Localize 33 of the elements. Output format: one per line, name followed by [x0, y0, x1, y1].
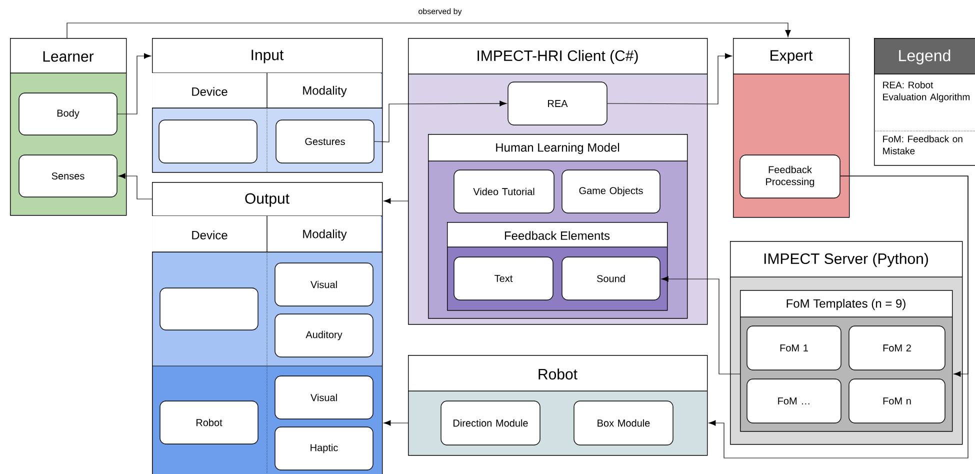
rounded-box: Visual	[274, 262, 374, 306]
rounded-box: Game Objects	[562, 170, 660, 214]
rounded-box	[160, 288, 258, 330]
rounded-box: Sound	[562, 256, 660, 300]
rounded-box: Auditory	[274, 314, 374, 358]
arrow	[117, 53, 152, 114]
arrow	[384, 198, 408, 204]
rounded-box	[158, 120, 258, 164]
rounded-box: Visual	[274, 376, 374, 420]
rounded-box: FoM …	[746, 378, 842, 424]
legend-panel: Legend REA: Robot Evaluation Algorithm FoM: Feedback on Mistake	[874, 38, 975, 166]
arrow	[384, 420, 408, 426]
arrow	[374, 100, 507, 142]
rounded-box: Body	[18, 92, 118, 136]
arrow	[661, 276, 740, 374]
rounded-box: Haptic	[274, 426, 374, 470]
rounded-box: REA	[508, 82, 608, 126]
rounded-box: Video Tutorial	[454, 170, 554, 214]
rounded-box: Gestures	[276, 120, 374, 164]
rounded-box: Box Module	[574, 400, 674, 446]
rounded-box: FoM 2	[848, 326, 946, 370]
rounded-box: Feedback Processing	[740, 154, 840, 198]
rounded-box: Senses	[18, 154, 118, 198]
rounded-box: FoM n	[848, 378, 946, 424]
rounded-box: Robot	[160, 400, 258, 444]
edge-label: observed by	[417, 7, 463, 17]
arrow	[607, 53, 732, 104]
arrow	[66, 22, 791, 38]
rounded-box: FoM 1	[746, 326, 842, 370]
arrow	[118, 173, 152, 200]
rounded-box: Direction Module	[440, 400, 540, 446]
rounded-box: Text	[454, 256, 554, 300]
arrow	[708, 176, 968, 458]
